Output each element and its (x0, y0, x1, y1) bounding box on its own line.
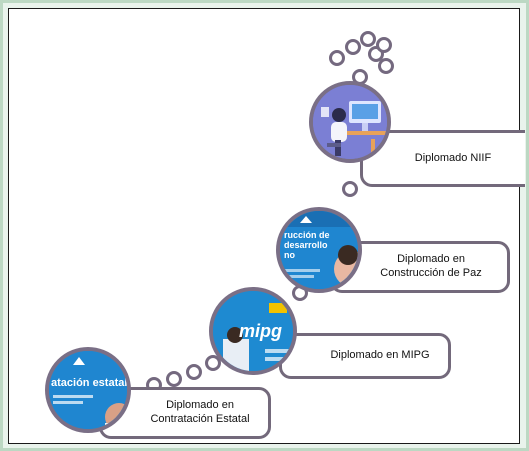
niif-illustration-icon (313, 85, 387, 159)
path-dot (166, 371, 182, 387)
path-dot (360, 31, 376, 47)
paz-slide-icon (280, 211, 358, 289)
mipg-slide-text: mipg (239, 321, 282, 341)
path-dot (378, 58, 394, 74)
label-text-line1: Diplomado en (166, 399, 234, 412)
label-text-line1: Diplomado en (397, 253, 465, 266)
label-text-line2: Contratación Estatal (150, 413, 250, 425)
path-dot (205, 355, 221, 371)
path-dot (342, 181, 358, 197)
label-text: Diplomado en MIPG (330, 349, 430, 362)
path-dot (345, 39, 361, 55)
label-diplomado-contratacion[interactable]: Diplomado en Contratación Estatal (99, 387, 271, 439)
path-dot (329, 50, 345, 66)
mipg-slide-icon (213, 291, 293, 371)
niif-illustration-circle[interactable] (309, 81, 391, 163)
label-text-line2: Construcción de Paz (380, 267, 482, 279)
paz-slide-circle[interactable]: rucción de desarrollo no (276, 207, 362, 293)
label-diplomado-mipg[interactable]: Diplomado en MIPG (279, 333, 451, 379)
path-dot (186, 364, 202, 380)
diagram-panel: Diplomado NIIF Diplomado en Construcción… (8, 8, 525, 444)
mipg-slide-circle[interactable]: mipg (209, 287, 297, 375)
path-dot (376, 37, 392, 53)
paz-slide-text: rucción de desarrollo no (284, 230, 330, 260)
contratacion-slide-circle[interactable]: atación estatal (45, 347, 131, 433)
contratacion-slide-text: atación estatal (51, 377, 128, 389)
label-text: Diplomado NIIF (414, 151, 492, 164)
